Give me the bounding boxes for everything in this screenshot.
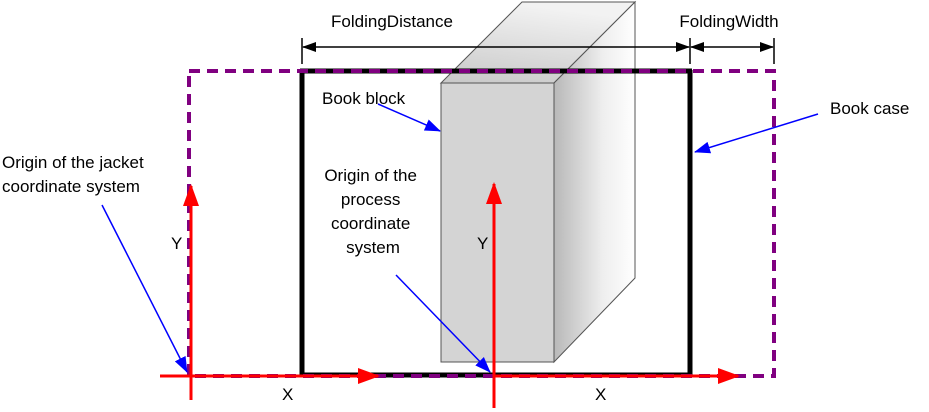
jacket-origin-label: Origin of the jacket coordinate system xyxy=(2,153,148,196)
process-origin-label: Origin of the process coordinate system xyxy=(324,166,421,257)
jacket-origin-label-line-2: coordinate system xyxy=(2,177,140,196)
book-block-pointer xyxy=(377,103,441,132)
process-origin-label-line-3: coordinate xyxy=(331,214,410,233)
book-block-label: Book block xyxy=(322,89,406,108)
jacket-origin-label-line-1: Origin of the jacket xyxy=(2,153,144,172)
book-case-pointer xyxy=(694,113,819,154)
process-origin-pointer xyxy=(395,274,491,373)
jacket-y-axis-label: Y xyxy=(171,234,182,253)
book-block-front-face xyxy=(440,82,555,363)
jacket-origin-pointer xyxy=(101,204,188,373)
book-block xyxy=(439,0,637,364)
folding-width-label: FoldingWidth xyxy=(679,12,778,31)
folding-distance-label: FoldingDistance xyxy=(331,12,453,31)
jacket-outline xyxy=(187,69,776,378)
process-y-axis-label: Y xyxy=(477,234,488,253)
folding-width-dimension xyxy=(690,38,775,64)
process-origin-label-line-4: system xyxy=(346,238,400,257)
jacket-x-axis-label: X xyxy=(282,385,293,404)
book-case-label: Book case xyxy=(830,99,909,118)
process-origin-label-line-2: process xyxy=(341,190,401,209)
process-origin-label-line-1: Origin of the xyxy=(324,166,417,185)
process-x-axis-label: X xyxy=(595,385,606,404)
